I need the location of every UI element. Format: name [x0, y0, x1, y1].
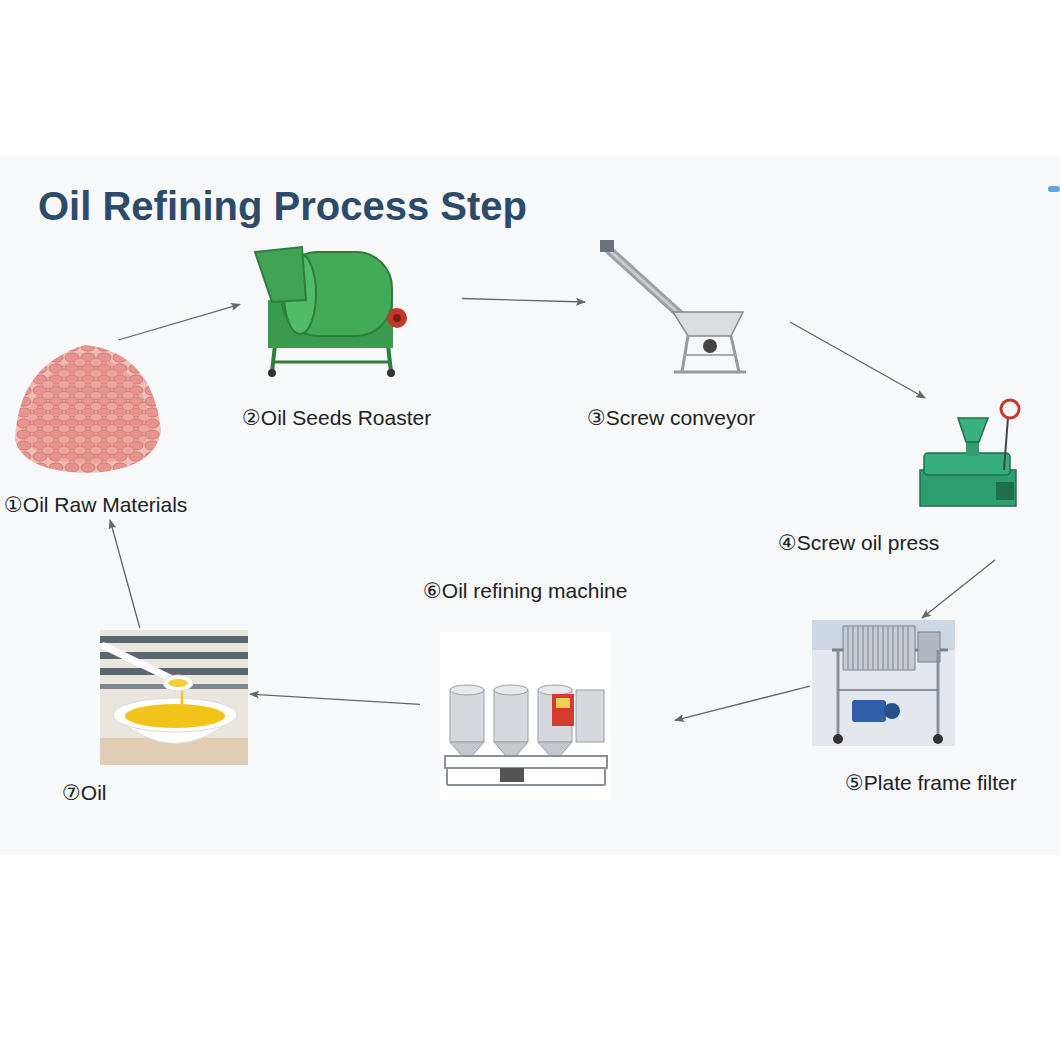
background-panel	[0, 155, 1060, 855]
process-step: ⑥Oil refining machine	[420, 575, 675, 802]
plate-frame-filter-part	[833, 734, 843, 744]
screw-conveyor-part	[684, 354, 736, 356]
process-step: ②Oil Seeds Roaster	[240, 240, 462, 435]
refining-machine-part	[552, 694, 574, 726]
refining-machine	[440, 632, 610, 800]
roaster-machine-part	[387, 308, 407, 328]
plate-frame-filter-part	[843, 626, 915, 670]
roaster-machine-part	[393, 314, 401, 322]
flow-arrow	[118, 304, 240, 340]
refining-machine-part	[446, 768, 448, 785]
refining-machine-part	[576, 690, 604, 742]
screw-conveyor-part	[673, 312, 743, 336]
refining-machine-part	[556, 698, 570, 708]
screw-oil-press	[920, 400, 1019, 506]
step-label: ③Screw conveyor	[587, 405, 755, 431]
roaster-machine	[255, 247, 407, 377]
refining-machine-part	[445, 756, 607, 768]
step-label: ⑤Plate frame filter	[845, 770, 1017, 796]
roaster-machine-part	[387, 369, 395, 377]
oil-bowl-photo-part	[100, 668, 248, 675]
refining-machine-part	[440, 632, 610, 800]
flow-arrow	[110, 520, 140, 628]
roaster-machine-part	[388, 345, 391, 372]
screw-conveyor-part	[600, 240, 614, 252]
flow-arrow	[250, 694, 420, 704]
refining-machine-part	[604, 768, 606, 785]
plate-frame-filter-part	[837, 650, 840, 735]
flow-arrow	[462, 299, 585, 303]
oil-bowl-photo-part	[104, 646, 170, 678]
refining-machine-part	[450, 742, 484, 756]
screw-oil-press-part	[1004, 417, 1008, 470]
plate-frame-filter-part	[812, 620, 955, 746]
refining-machine-part	[494, 685, 528, 695]
plate-frame-filter-part	[937, 650, 940, 735]
screw-conveyor	[600, 240, 746, 372]
step-label: ⑦Oil	[62, 780, 107, 806]
plate-frame-filter-part	[848, 626, 908, 670]
oil-bowl-photo-part	[168, 679, 188, 687]
oil-bowl-photo-part	[113, 698, 237, 732]
process-step: ①Oil Raw Materials	[4, 340, 212, 520]
step-label: ④Screw oil press	[778, 530, 939, 556]
screw-oil-press-part	[1001, 400, 1019, 418]
refining-machine-part	[538, 742, 572, 756]
screw-oil-press-part	[958, 418, 988, 442]
oil-bowl-photo-part	[100, 630, 248, 765]
flow-arrow	[922, 560, 995, 618]
screw-oil-press-part	[996, 482, 1014, 500]
oil-bowl-photo-part	[163, 675, 193, 691]
plate-frame-filter	[812, 620, 955, 746]
refining-machine-part	[447, 784, 605, 786]
roaster-machine-part	[272, 361, 391, 364]
roaster-machine-part	[255, 247, 306, 302]
peanut-pile-part	[15, 345, 161, 473]
oil-bowl-photo-part	[125, 704, 225, 728]
step-label: ②Oil Seeds Roaster	[242, 405, 431, 431]
refining-machine-part	[494, 742, 528, 756]
oil-bowl-photo-part	[100, 636, 248, 643]
plate-frame-filter-part	[838, 689, 938, 691]
process-step: ⑦Oil	[60, 628, 250, 808]
refining-machine-part	[538, 685, 572, 695]
flow-arrow	[790, 322, 925, 398]
plate-frame-filter-part	[933, 734, 943, 744]
oil-bowl-photo-part	[181, 691, 184, 710]
peanut-pile	[15, 345, 161, 473]
screw-conveyor-part	[703, 339, 717, 353]
step-label: ①Oil Raw Materials	[4, 492, 187, 518]
peanut-pile-part	[25, 355, 150, 464]
process-step: ④Screw oil press	[776, 398, 1022, 560]
oil-bowl-photo	[100, 630, 248, 765]
flow-arrow	[675, 686, 810, 720]
roaster-machine-part	[268, 369, 276, 377]
roaster-machine-part	[272, 345, 275, 372]
refining-machine-part	[450, 690, 484, 742]
screw-oil-press-part	[924, 453, 1010, 475]
plate-frame-filter-part	[852, 700, 886, 722]
diagram-title: Oil Refining Process Step	[38, 182, 527, 230]
step-label: ⑥Oil refining machine	[423, 578, 627, 604]
screw-conveyor-part	[674, 371, 746, 374]
refining-machine-part	[450, 685, 484, 695]
corner-mark	[1048, 186, 1060, 192]
process-step: ⑤Plate frame filter	[810, 618, 1056, 800]
process-step: ③Screw conveyor	[585, 235, 790, 435]
plate-frame-filter-part	[884, 703, 900, 719]
refining-machine-part	[500, 768, 524, 782]
refining-machine-part	[494, 690, 528, 742]
